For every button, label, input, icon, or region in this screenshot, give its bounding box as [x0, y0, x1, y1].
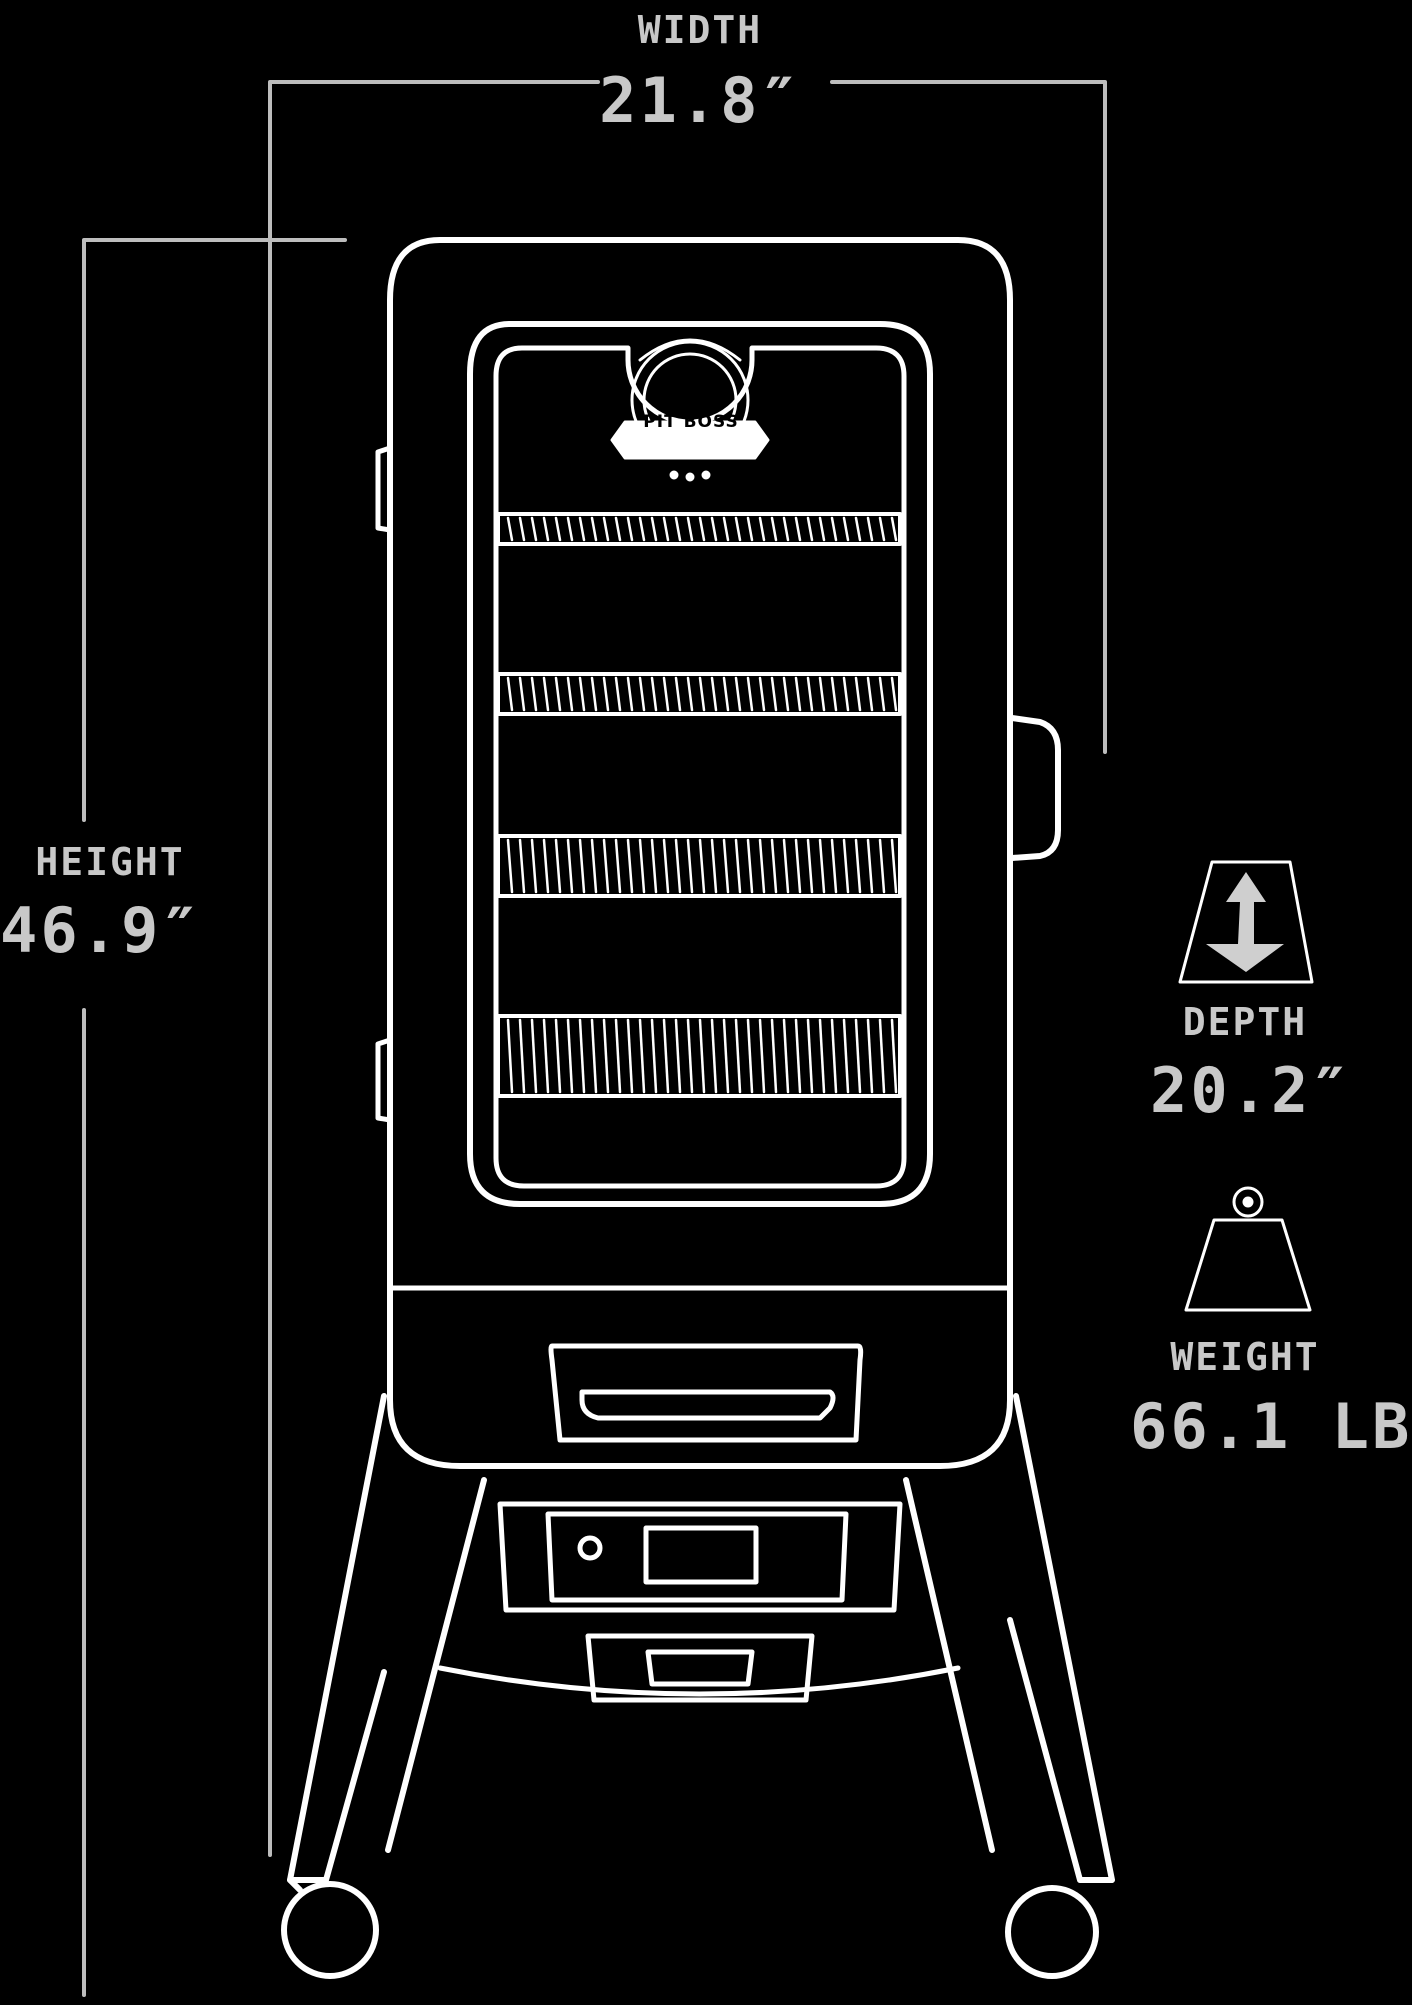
width-label: WIDTH: [637, 8, 763, 52]
height-value: 46.9″: [0, 894, 202, 967]
pit-boss-logo: [610, 338, 770, 482]
smoker-legs: [287, 1393, 1115, 1893]
depth-value: 20.2″: [1150, 1054, 1352, 1127]
width-dimension-line: [268, 80, 1107, 1857]
cabinet-body: [387, 237, 1013, 1469]
cooking-racks: [496, 512, 902, 1098]
door-hinge-top: [375, 445, 393, 533]
door-hinge-bottom: [375, 1037, 393, 1123]
door-handle: [1009, 715, 1061, 861]
smoker-wheels: [281, 1881, 1099, 1979]
weight-icon: [1184, 1186, 1312, 1312]
smoker-line-drawing: [82, 80, 1314, 1997]
window-inner-frame: [493, 345, 907, 1189]
smoker-dimension-diagram: PIT BOSS WIDTH 21.8″ HEIGHT 46.9″ DEPTH …: [0, 8, 1412, 1997]
water-pan-drawer: [548, 1343, 864, 1443]
depth-label: DEPTH: [1182, 1000, 1308, 1044]
weight-label: WEIGHT: [1170, 1335, 1320, 1379]
weight-value: 66.1 LB: [1130, 1390, 1412, 1463]
height-dimension-line: [82, 238, 347, 1997]
wood-chip-drawer: [437, 1633, 961, 1703]
width-value: 21.8″: [599, 64, 801, 137]
window-outer-frame: [467, 321, 933, 1207]
rack-wire-hatching: [506, 516, 898, 1094]
height-label: HEIGHT: [35, 840, 185, 884]
controller-box: [497, 1501, 903, 1613]
brand-logo-text: PIT BOSS: [643, 412, 739, 432]
depth-arrow-icon: [1178, 860, 1314, 984]
